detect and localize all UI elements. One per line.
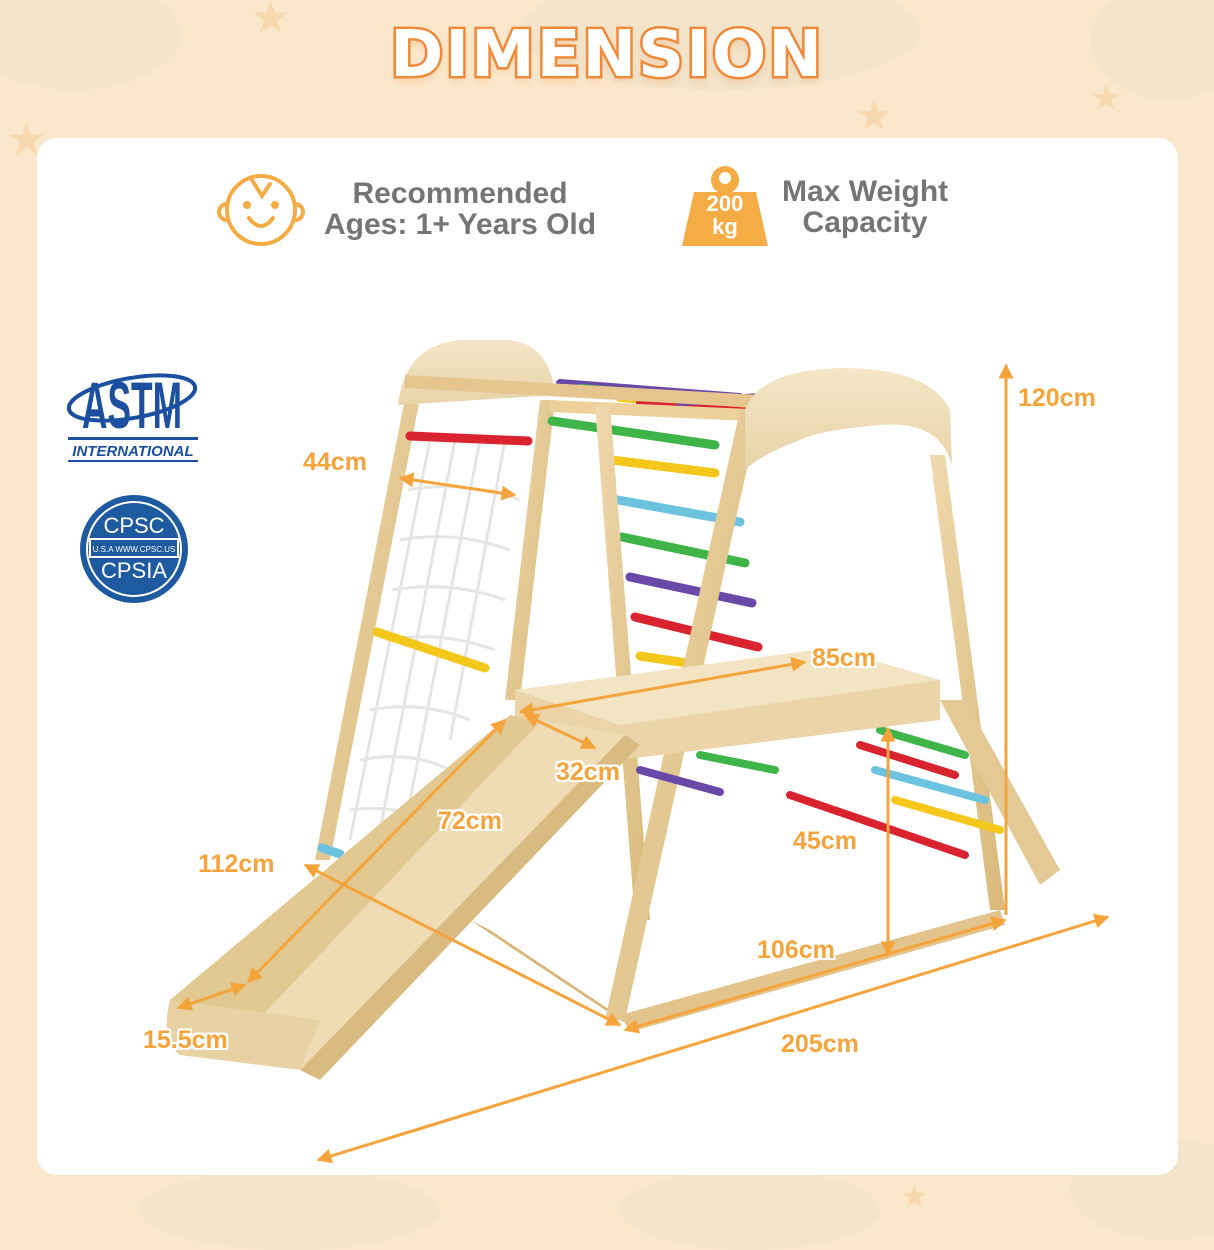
label-slide-length: 72cm (438, 807, 502, 835)
cpsc-certification-badge: CPSC U.S.A WWW.CPSC.US CPSIA (78, 490, 190, 608)
baby-face-icon (217, 174, 305, 246)
label-slide-total: 112cm (198, 850, 275, 878)
arrow-slide-end-width (176, 982, 247, 1011)
astm-letters: ASTM (82, 368, 182, 442)
feature-weight-line2: Capacity (802, 206, 928, 239)
label-platform-length: 85cm (812, 644, 876, 672)
climbing-frame (166, 340, 1060, 1080)
label-total-length: 205cm (781, 1030, 859, 1058)
label-platform-height: 45cm (793, 827, 857, 855)
weight-unit: kg (712, 214, 738, 239)
label-net-width: 44cm (303, 448, 367, 476)
feature-weight: 200 kg Max Weight Capacity (680, 162, 948, 252)
arrow-total-length (316, 913, 1110, 1164)
feature-age-line1: Recommended (352, 177, 568, 210)
feature-age: Recommended Ages: 1+ Years Old (212, 168, 596, 250)
arrow-net-width (398, 472, 517, 501)
weight-value: 200 (706, 191, 744, 216)
feature-weight-line1: Max Weight (782, 175, 949, 208)
astm-subtitle: INTERNATIONAL (72, 443, 193, 460)
arrow-slide-length (246, 718, 507, 984)
cpsc-bottom-text: CPSIA (101, 558, 167, 583)
label-height: 120cm (1018, 384, 1096, 412)
cpsc-middle-text: U.S.A WWW.CPSC.US (93, 545, 176, 554)
dimension-arrows (176, 363, 1110, 1164)
arrow-platform-width (523, 713, 597, 750)
cpsc-top-text: CPSC (103, 513, 164, 538)
label-base-depth: 106cm (757, 936, 835, 964)
weight-icon: 200 kg (680, 162, 770, 252)
page-title: DIMENSION (388, 16, 825, 95)
arrow-platform-length (518, 656, 807, 718)
astm-certification-badge: ASTM INTERNATIONAL (62, 340, 202, 465)
label-slide-end-width: 15.5cm (143, 1026, 228, 1054)
label-platform-width: 32cm (556, 758, 620, 786)
feature-age-line2: Ages: 1+ Years Old (324, 208, 597, 241)
climbing-frame-illustration (166, 340, 1110, 1164)
